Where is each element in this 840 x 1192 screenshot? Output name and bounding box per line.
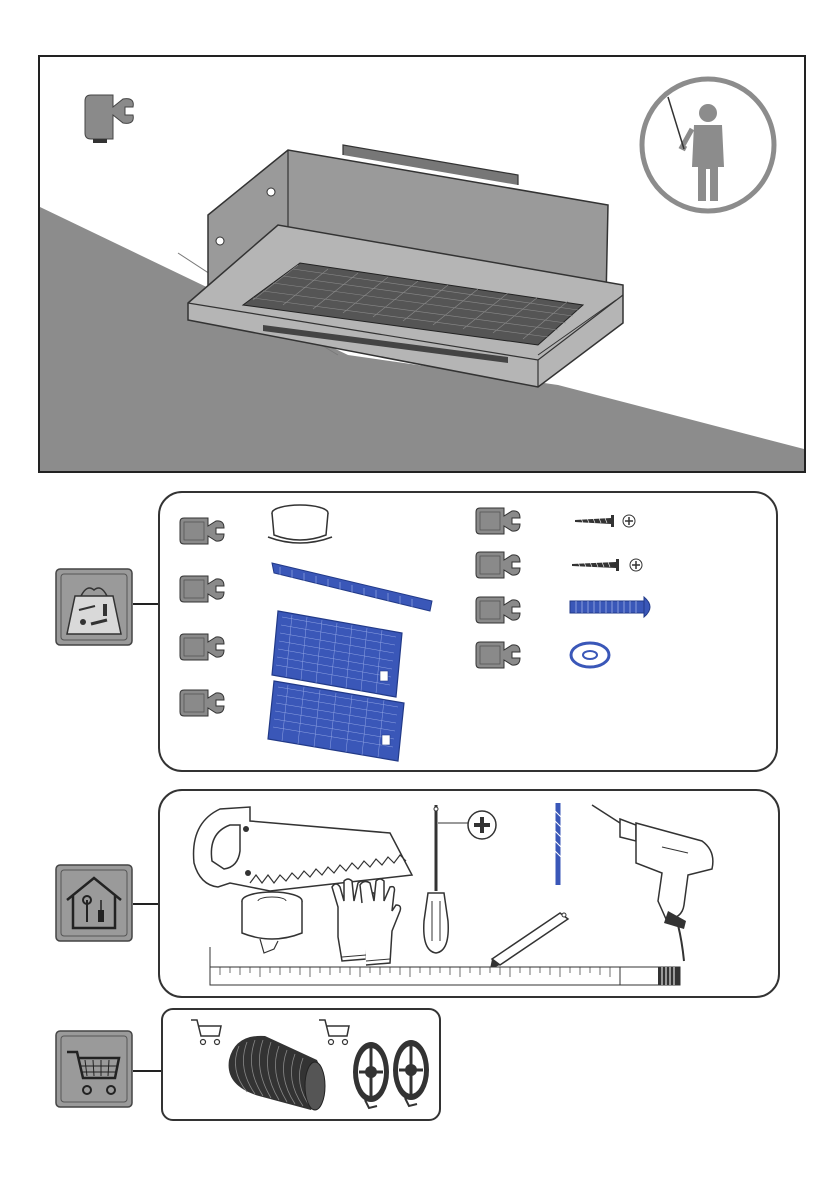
hero-panel (38, 55, 806, 473)
wrench-tag-icon (476, 552, 520, 578)
wrench-tag-icon (180, 576, 224, 602)
wall-plug-icon (570, 597, 650, 617)
installer-person-icon (642, 79, 774, 211)
drill-bit-icon (555, 803, 561, 885)
supplied-parts-panel (158, 491, 778, 772)
tape-icon (242, 892, 302, 953)
home-tools-icon (55, 864, 133, 942)
wrench-tag-icon (180, 690, 224, 716)
drill-icon (592, 805, 713, 961)
screw-icon (575, 515, 635, 527)
duct-adapter-icon (268, 505, 332, 543)
front-strip-icon (272, 563, 432, 611)
shopping-cart-icon (55, 1030, 133, 1108)
wrench-tag-icon (476, 597, 520, 623)
wrench-tag-icon (180, 634, 224, 660)
wrench-tag-icon (476, 642, 520, 668)
shopping-cart-icon (191, 1020, 221, 1045)
tape-measure-icon (210, 947, 680, 985)
screw-icon (572, 559, 642, 571)
washer-icon (571, 643, 609, 667)
parts-bag-icon (55, 568, 133, 646)
parts-connector (133, 603, 158, 605)
pencil-icon (490, 913, 568, 969)
tools-panel (158, 789, 780, 998)
carbon-filter-icon (353, 1042, 389, 1108)
shopping-cart-icon (319, 1020, 349, 1045)
carbon-filter-icon (393, 1040, 429, 1106)
optional-accessories-panel (161, 1008, 441, 1121)
accessories-connector (133, 1070, 161, 1072)
tools-connector (133, 903, 158, 905)
screwdriver-icon (424, 805, 496, 953)
wrench-tag-icon (180, 518, 224, 544)
flexible-duct-icon (229, 1036, 325, 1110)
gloves-icon (332, 879, 401, 965)
wrench-tag-icon (476, 508, 520, 534)
